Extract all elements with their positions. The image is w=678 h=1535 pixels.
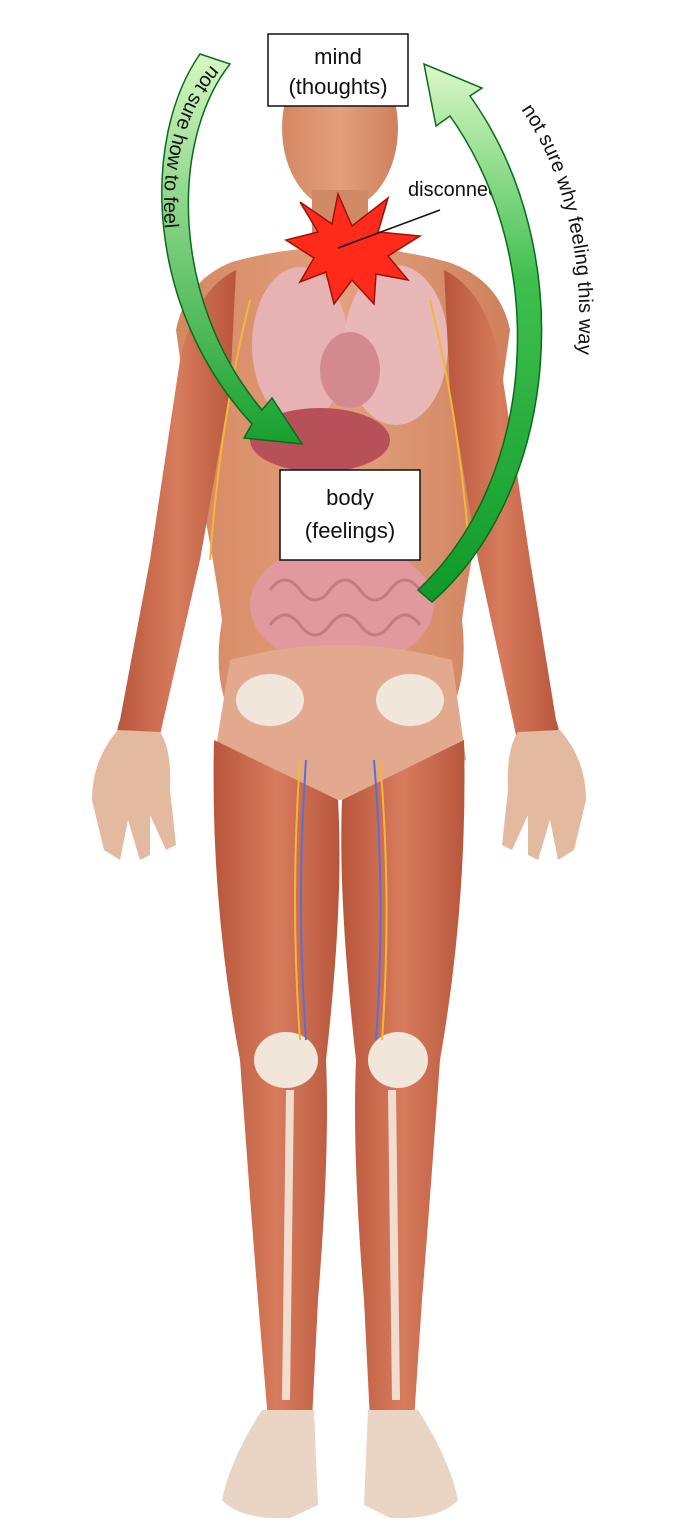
left-arm-shape bbox=[117, 270, 236, 746]
mind-box-line1: mind bbox=[314, 44, 362, 69]
disconnect-burst-icon bbox=[284, 191, 423, 306]
right-shin-line bbox=[388, 1089, 400, 1401]
intestine-folds bbox=[268, 578, 422, 637]
body-box-line2: (feelings) bbox=[305, 518, 395, 543]
right-hand-shape bbox=[502, 730, 586, 860]
disconnect-pointer-line bbox=[337, 209, 441, 249]
disconnect-label: disconnect bbox=[408, 179, 504, 201]
body-box: body (feelings) bbox=[279, 469, 421, 561]
left-shin-line bbox=[282, 1089, 294, 1401]
right-knee-shape bbox=[368, 1032, 428, 1088]
mind-box-line2: (thoughts) bbox=[288, 74, 387, 99]
left-arrow-shape bbox=[161, 53, 304, 445]
body-box-frame bbox=[279, 469, 421, 561]
intestines-shape bbox=[250, 543, 434, 667]
anatomy-figure bbox=[92, 46, 586, 1519]
body-box-line1: body bbox=[326, 485, 374, 510]
mind-box-frame bbox=[267, 33, 409, 107]
left-knee-shape bbox=[254, 1032, 318, 1088]
left-foot-shape bbox=[222, 1410, 318, 1519]
right-foot-shape bbox=[364, 1410, 458, 1519]
mind-box: mind (thoughts) bbox=[267, 33, 409, 107]
vessel-lines-blue bbox=[300, 759, 382, 1041]
vessel-lines bbox=[209, 299, 471, 1041]
heart-shape bbox=[320, 332, 380, 408]
pelvis-bone-right bbox=[376, 674, 444, 726]
right-arrow-shape bbox=[416, 62, 543, 603]
left-hand-shape bbox=[92, 730, 176, 860]
pelvis-bone-left bbox=[236, 674, 304, 726]
